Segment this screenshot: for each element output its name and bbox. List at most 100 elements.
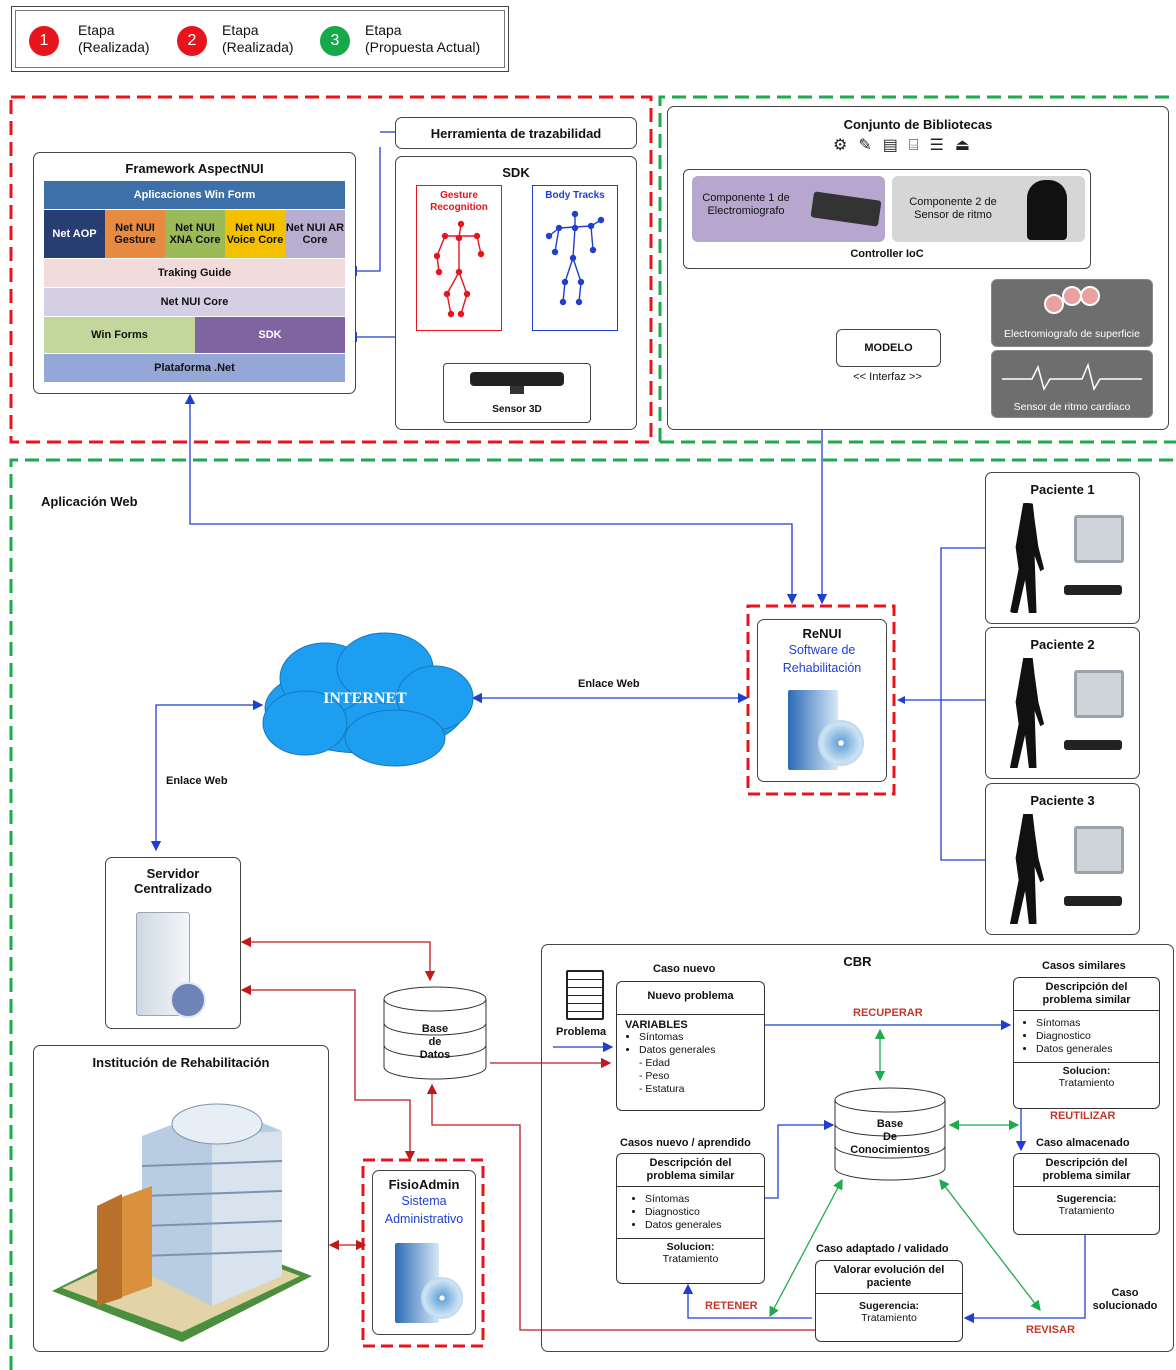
reutilizar-label: REUTILIZAR	[1050, 1110, 1116, 1122]
casos-aprendido-label: Casos nuevo / aprendido	[620, 1137, 751, 1149]
wrench-icon: ✎	[858, 137, 883, 154]
renui-title: ReNUI	[802, 626, 842, 641]
gesture-box: Gesture Recognition	[416, 185, 502, 331]
legend-dot-2: 2	[177, 26, 207, 56]
comp1-box: Componente 1 de Electromiografo	[692, 176, 885, 242]
body-tracks-box: Body Tracks	[532, 185, 618, 331]
new-problem-card[interactable]: Nuevo problema VARIABLES SíntomasDatos g…	[616, 981, 765, 1111]
legend-label-1: Etapa(Realizada)	[78, 22, 150, 55]
legend-label-3: Etapa(Propuesta Actual)	[365, 22, 481, 55]
gear-icon: ⚙	[833, 137, 859, 154]
emg-device-icon	[810, 191, 882, 227]
framework-box: Framework AspectNUI Aplicaciones Win For…	[33, 152, 356, 394]
similar-cases-card[interactable]: Descripción del problema similar Síntoma…	[1013, 977, 1160, 1109]
drive-icon: ⏏	[954, 137, 981, 154]
subvar-item: - Estatura	[639, 1083, 685, 1095]
fw-mod-aop: Net AOP	[44, 210, 105, 258]
server-label-1: Servidor	[146, 866, 200, 881]
stored-case-card[interactable]: Descripción del problema similar Sugeren…	[1013, 1153, 1160, 1235]
legend-dot-1: 1	[29, 26, 59, 56]
kinect-sensor-icon	[470, 372, 564, 386]
blue-skeleton-icon	[545, 210, 605, 306]
fw-mod-xna: Net NUI XNA Core	[165, 210, 225, 258]
comp1-label: Componente 1 de Electromiografo	[702, 192, 790, 217]
legend-dot-3: 3	[320, 26, 350, 56]
adapted-suggestion: Sugerencia:Tratamiento	[858, 1300, 920, 1324]
fisioadmin-sub1: Sistema	[401, 1194, 447, 1208]
caso-adaptado-label: Caso adaptado / validado	[816, 1243, 949, 1255]
heart-sensor-label: Sensor de ritmo cardiaco	[1013, 401, 1131, 413]
libs-box: Conjunto de Bibliotecas ⚙✎▤⌸☰⏏ Component…	[667, 106, 1169, 430]
sim-item: Diagnostico	[1036, 1030, 1159, 1043]
walking-person-icon	[1009, 814, 1045, 924]
trace-tool-box: Herramienta de trazabilidad	[395, 117, 637, 149]
fw-row-traking: Traking Guide	[44, 259, 345, 287]
renui-sub1: Software de	[788, 643, 856, 657]
walking-person-icon	[1009, 658, 1045, 768]
modelo-box: MODELO	[836, 329, 941, 367]
patient-2-box[interactable]: Paciente 2	[985, 627, 1140, 779]
learned-case-card[interactable]: Descripción del problema similar Síntoma…	[616, 1153, 765, 1284]
kinect-icon	[1064, 896, 1122, 906]
kinect-base-icon	[510, 386, 524, 394]
renui-sub2: Rehabilitación	[782, 661, 862, 675]
sim-item: Síntomas	[645, 1193, 764, 1206]
scroll-icon: ☰	[929, 137, 955, 154]
building-icon	[52, 1103, 312, 1342]
libs-title: Conjunto de Bibliotecas	[843, 117, 993, 132]
problema-label: Problema	[556, 1026, 607, 1038]
problem-document-icon	[566, 970, 604, 1020]
heartbeat-icon	[1002, 362, 1142, 391]
renui-box[interactable]: ReNUI Software de Rehabilitación	[757, 619, 887, 782]
similar-solution: Solucion:Tratamiento	[1014, 1062, 1159, 1091]
institution-title: Institución de Rehabilitación	[92, 1055, 270, 1070]
server-box[interactable]: Servidor Centralizado	[105, 857, 241, 1029]
emg-surface-box: Electromiografo de superficie	[991, 279, 1153, 347]
patient-1-box[interactable]: Paciente 1	[985, 472, 1140, 624]
sim-item: Síntomas	[1036, 1017, 1159, 1030]
enlace-web-label-1: Enlace Web	[578, 678, 640, 690]
stored-desc-header: Descripción del problema similar	[1014, 1154, 1159, 1187]
patient-3-box[interactable]: Paciente 3	[985, 783, 1140, 935]
similar-desc-header: Descripción del problema similar	[1014, 978, 1159, 1011]
libs-icons: ⚙✎▤⌸☰⏏	[833, 135, 981, 155]
patient-1-label: Paciente 1	[1030, 482, 1095, 497]
sim-item: Datos generales	[645, 1219, 764, 1232]
fw-mod-voice: Net NUI Voice Core	[225, 210, 285, 258]
casos-similares-label: Casos similares	[1042, 960, 1126, 972]
caso-nuevo-label: Caso nuevo	[653, 963, 716, 975]
stored-suggestion: Sugerencia:Tratamiento	[1056, 1193, 1117, 1217]
cbr-box: CBR	[541, 944, 1174, 1352]
revisar-label: REVISAR	[1026, 1324, 1075, 1336]
variables-section: VARIABLES SíntomasDatos generales - Edad…	[617, 1015, 764, 1100]
patient-2-label: Paciente 2	[1030, 637, 1095, 652]
sdk-title: SDK	[502, 165, 530, 180]
legend: 1 Etapa(Realizada) 2 Etapa(Realizada) 3 …	[11, 6, 509, 72]
controller-label: Controller IoC	[850, 248, 924, 260]
fisioadmin-box[interactable]: FisioAdmin Sistema Administrativo	[372, 1170, 476, 1335]
learned-solution: Solucion:Tratamiento	[617, 1238, 764, 1267]
sdk-box: SDK Gesture Recognition Body Tracks	[395, 156, 637, 430]
database-icon: ⌸	[908, 137, 930, 154]
kinect-icon	[1064, 585, 1122, 595]
variables-label: VARIABLES	[625, 1019, 688, 1031]
cd-icon	[818, 720, 864, 766]
patient-3-label: Paciente 3	[1030, 793, 1095, 808]
framework-title: Framework AspectNUI	[125, 161, 264, 176]
valorar-header: Valorar evolución del paciente	[816, 1261, 962, 1294]
server-label-2: Centralizado	[133, 881, 212, 896]
heart-sensor-box: Sensor de ritmo cardiaco	[991, 350, 1153, 418]
comp2-box: Componente 2 de Sensor de ritmo	[892, 176, 1085, 242]
emg-surface-label: Electromiografo de superficie	[1004, 328, 1140, 340]
fw-mod-ar: Net NUI AR Core	[285, 210, 345, 258]
internet-cloud-icon	[262, 632, 474, 767]
controller-box: Componente 1 de Electromiografo Componen…	[683, 169, 1091, 269]
var-item: Datos generales	[639, 1044, 756, 1057]
sim-item: Diagnostico	[645, 1206, 764, 1219]
cbr-title: CBR	[843, 954, 872, 969]
adapted-case-card[interactable]: Valorar evolución del paciente Sugerenci…	[815, 1260, 963, 1342]
